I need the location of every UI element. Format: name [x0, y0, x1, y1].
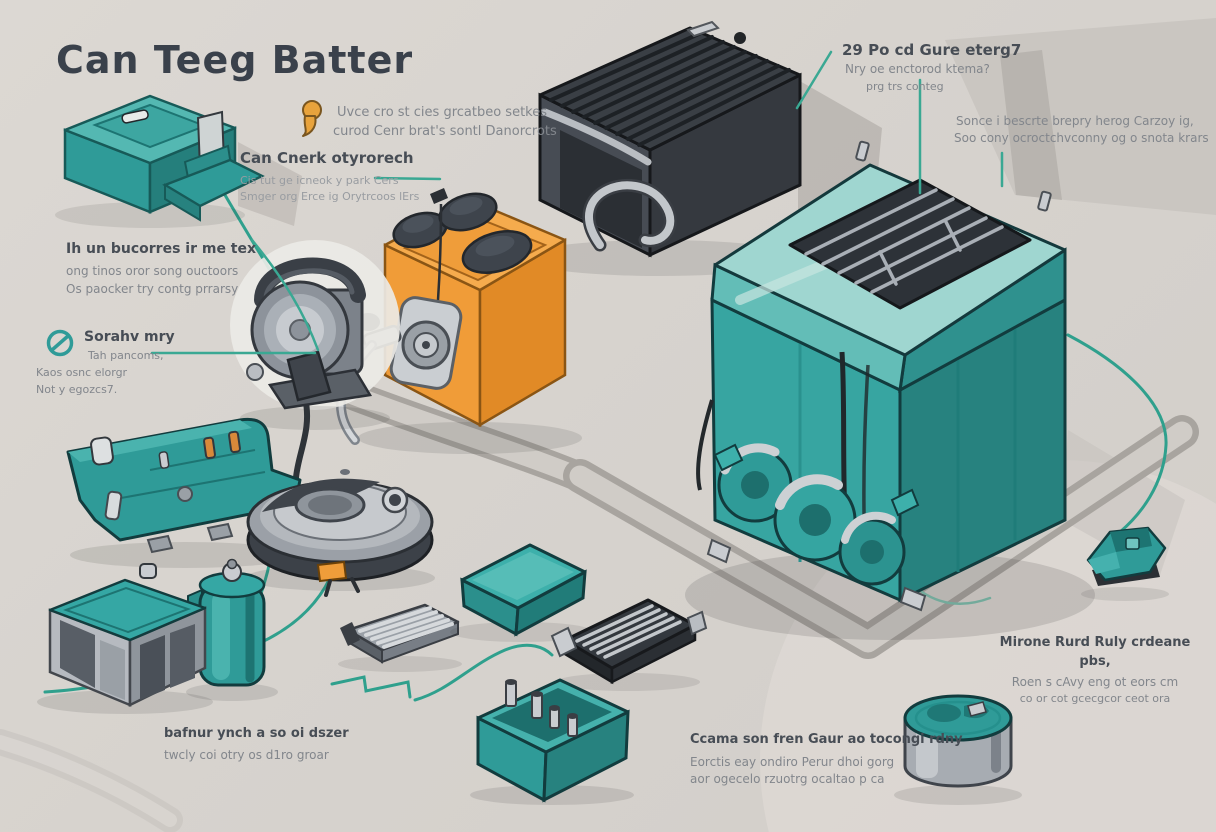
note-line: curod Cenr brat's sontl Danorcrots — [333, 123, 557, 139]
bottom-center-note: Ccama son fren Gaur ao tocongi rdny Eorc… — [690, 731, 963, 789]
note-line: Soo cony ocroctchvconny og o snota krars — [954, 131, 1209, 146]
teal-open-box — [470, 678, 634, 805]
annotation-lines — [150, 50, 1004, 355]
disc-device — [245, 469, 435, 597]
note-heading: Ih un bucorres ir me tex — [66, 241, 257, 257]
note-line: Os paocker try contg prrarsy — [66, 281, 239, 296]
note-line: Sonce i bescrte brepry herog Carzoy ig, — [956, 114, 1194, 128]
note-line: Cis tut ge icneok y park Cers — [240, 173, 399, 187]
small-teal-part — [1081, 526, 1169, 601]
note-line: aor ogecelo rzuotrg ocaltao p ca — [690, 772, 885, 787]
note-heading: Ccama son fren Gaur ao tocongi rdny — [690, 732, 963, 747]
note-line: co or cot gcecgcor ceot ora — [1019, 692, 1171, 706]
note-heading: bafnur ynch a so oi dszer — [164, 726, 349, 741]
safety-note-line: Tah pancoms, — [88, 349, 164, 362]
note-line: Uvce cro st cies grcatbeo setkes — [337, 105, 548, 120]
page-title: Can Teeg Batter — [56, 38, 414, 82]
note-heading: Mirone Rurd Ruly crdeane pbs, — [999, 635, 1191, 669]
teal-wedge-box — [450, 543, 594, 642]
gray-cartridge — [338, 603, 462, 672]
teal-machine — [66, 417, 354, 568]
quote-note: Uvce cro st cies grcatbeo setkes curod C… — [333, 104, 557, 142]
note-line: Eorctis eay ondiro Perur dhoi gorg — [690, 754, 895, 769]
note-line: Roen s cAvy eng ot eors cm — [1011, 674, 1179, 689]
safety-note-line: Not y egozcs7. — [36, 383, 118, 396]
gauge-note-line: prg trs conteg — [866, 80, 944, 93]
note-line: twcly coi otry os d1ro groar — [164, 747, 329, 762]
teal-box-device — [55, 94, 265, 228]
gauge-note-line: Nry oe enctorod ktema? — [845, 62, 990, 76]
grinder-device — [230, 240, 400, 543]
note-line: ong tinos oror song ouctoors — [66, 264, 239, 279]
teal-canister — [894, 694, 1022, 805]
black-battery — [520, 20, 802, 276]
bottom-right-note: Mirone Rurd Ruly crdeane pbs, Roen s cAv… — [985, 634, 1205, 707]
floor-paths — [0, 377, 1199, 832]
note-line: Smger org Erce ig Orytrcoos lErs — [240, 189, 420, 203]
quote-icon — [302, 100, 322, 137]
gauge-note-heading: 29 Po cd Gure eterg7 — [842, 41, 1022, 59]
check-note: Can Cnerk otyrorech Cis tut ge icneok y … — [240, 148, 419, 205]
note-heading: Can Cnerk otyrorech — [240, 149, 414, 167]
no-symbol-icon — [46, 329, 74, 357]
teal-gray-box — [37, 563, 213, 714]
black-grille-part — [550, 598, 708, 691]
big-teal-battery — [685, 140, 1095, 640]
safety-note-heading: Sorahv mry — [84, 329, 175, 345]
safety-note-line: Kaos osnc elorgr — [36, 366, 128, 379]
bottom-left-note: bafnur ynch a so oi dszer twcly coi otry… — [164, 725, 349, 764]
teal-cylinder — [186, 558, 278, 701]
tester-note: Ih un bucorres ir me tex ong tinos oror … — [66, 239, 256, 298]
right-top-note: Sonce i bescrte brepry herog Carzoy ig, … — [954, 113, 1209, 148]
